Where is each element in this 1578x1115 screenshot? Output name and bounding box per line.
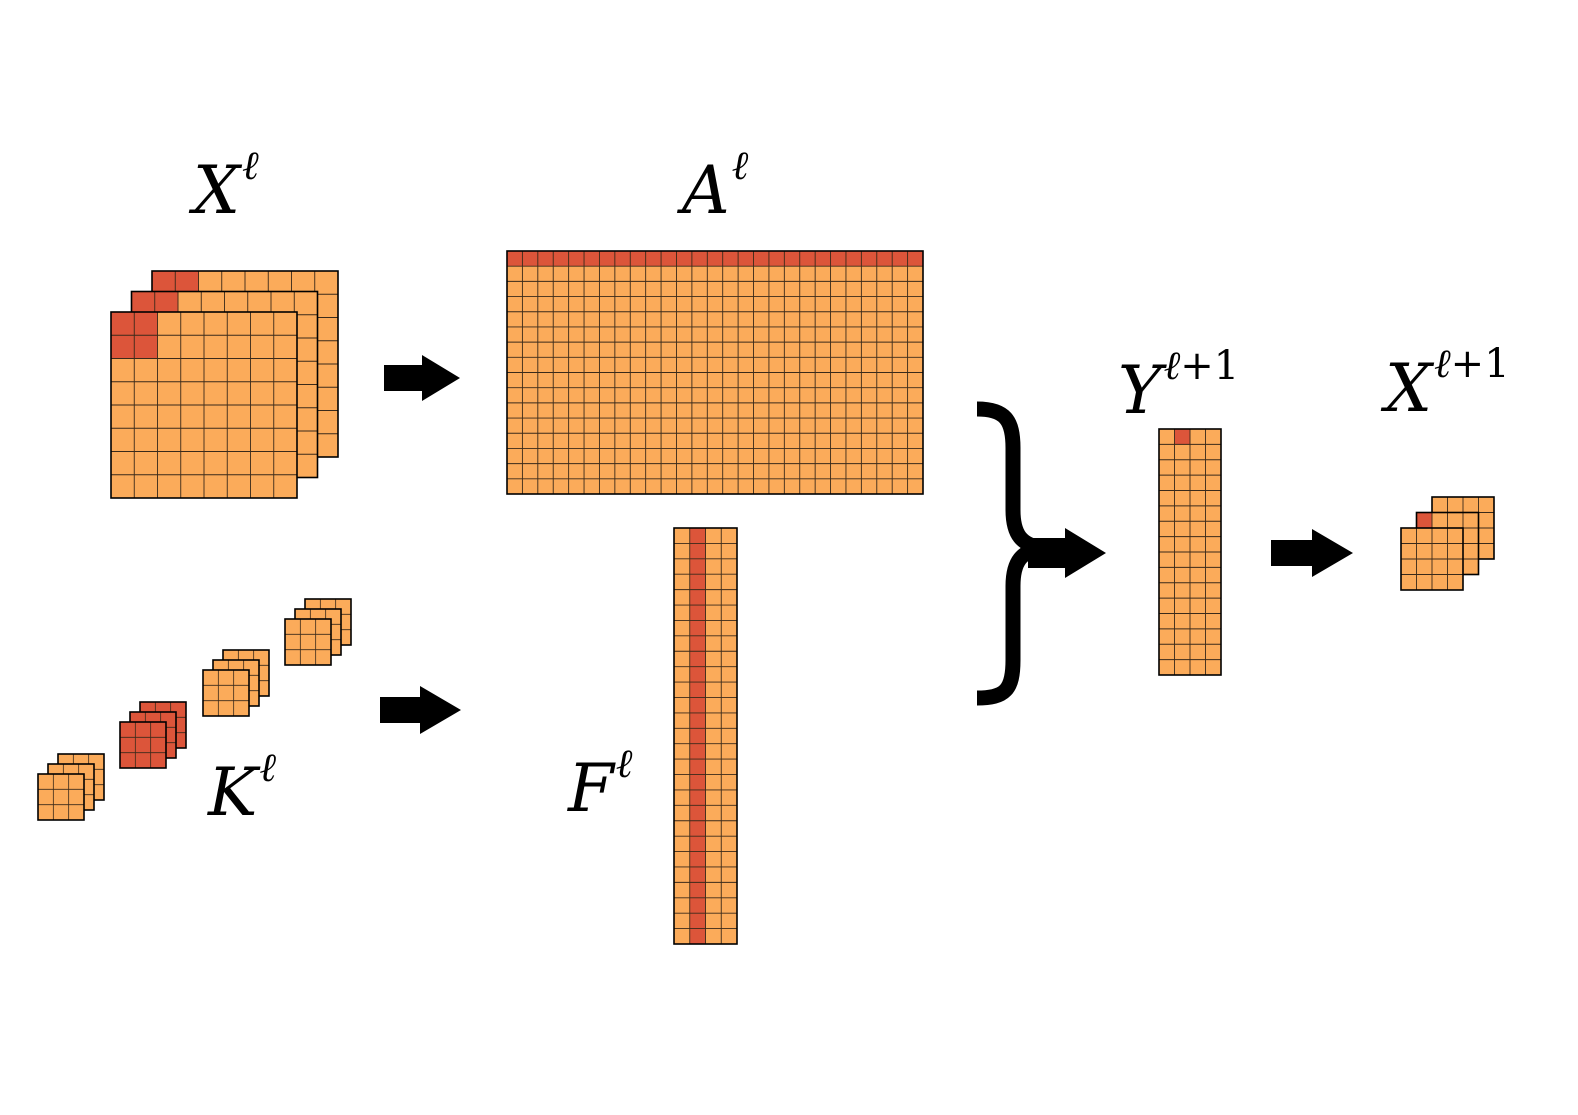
- label-f-l: Fℓ: [568, 741, 633, 827]
- x-next-layer-3: [1400, 527, 1464, 591]
- label-y-l-plus-1: Yℓ+1: [1118, 343, 1240, 429]
- label-k-l: Kℓ: [208, 745, 276, 831]
- label-x-l: Xℓ: [193, 143, 259, 229]
- x-map: [110, 270, 339, 499]
- y-column: [1158, 428, 1222, 676]
- arrow-x-to-a: [384, 355, 460, 401]
- kernel-stack-3: [202, 649, 270, 717]
- f-column: [673, 527, 738, 945]
- x-map-layer-3: [110, 311, 298, 499]
- output-feature-map-stack: [1400, 496, 1495, 591]
- arrow-k-to-f: [380, 686, 461, 734]
- label-x-l-plus-1: Xℓ+1: [1385, 341, 1510, 427]
- a-matrix: [506, 250, 924, 495]
- label-a-l: Aℓ: [682, 143, 749, 229]
- kernel-4-layer-3: [284, 618, 332, 666]
- kernel-stacks: [37, 598, 352, 821]
- kernel-1-layer-3: [37, 773, 85, 821]
- input-feature-map-stack: [110, 270, 339, 499]
- kernel-3-layer-3: [202, 669, 250, 717]
- x-next-map: [1400, 496, 1495, 591]
- kernel-stack-2: [119, 701, 187, 769]
- arrow-y-to-x-next: [1271, 529, 1353, 577]
- curly-brace: [976, 401, 1044, 706]
- kernel-stack-1: [37, 753, 105, 821]
- arrow-brace-to-y: [1028, 528, 1106, 578]
- kernel-stack-4: [284, 598, 352, 666]
- patch-matrix: [506, 250, 924, 495]
- filter-column: [673, 527, 738, 945]
- kernel-2-layer-3: [119, 721, 167, 769]
- output-column: [1158, 428, 1222, 676]
